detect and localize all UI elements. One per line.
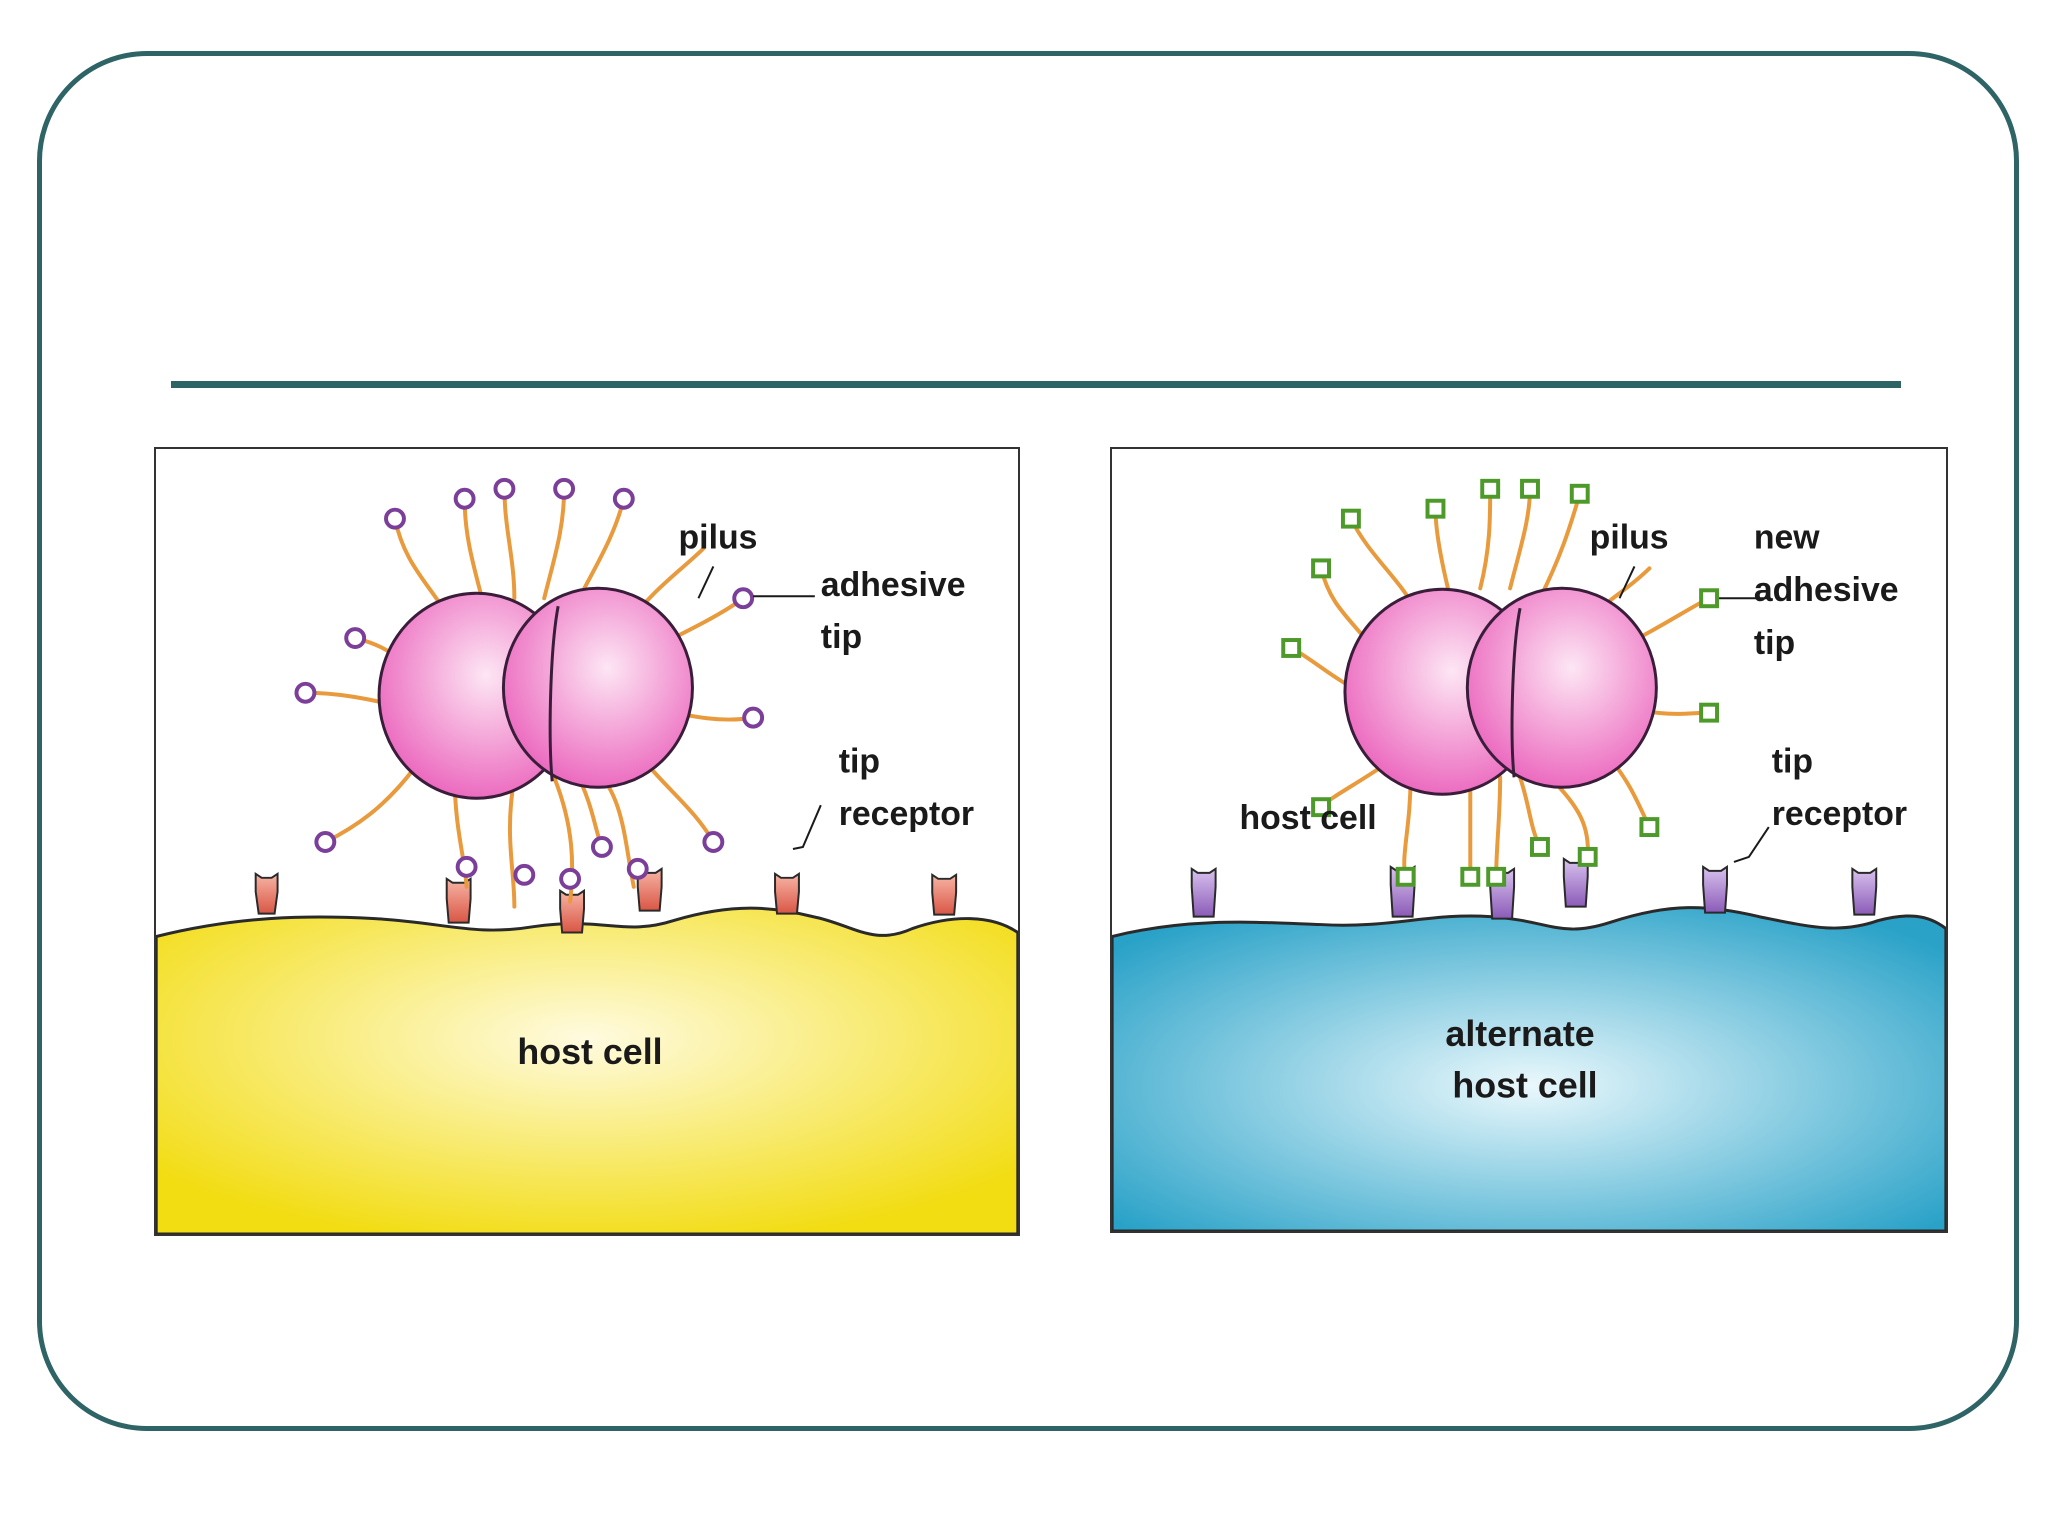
leader-lines — [1618, 565, 1770, 863]
diagram-panel-alternate-host-cell: pilus new adhesive tip tip receptor host… — [1110, 447, 1948, 1233]
diagram-panel-host-cell: pilus adhesive tip tip receptor host cel… — [154, 447, 1020, 1236]
label-pilus: pilus — [1590, 518, 1669, 556]
receptor — [1851, 866, 1878, 916]
label-host-cell: host cell — [1239, 799, 1376, 837]
right-diagram-svg: pilus new adhesive tip tip receptor host… — [1112, 478, 1946, 1231]
label-tip-receptor: tip receptor — [1772, 742, 1907, 833]
receptor — [1190, 866, 1217, 918]
label-pilus: pilus — [679, 518, 758, 556]
alternate-host-cell-surface — [1112, 906, 1946, 1231]
label-new-adhesive-tip: new adhesive tip — [1754, 518, 1908, 661]
new-adhesive-tips — [1281, 478, 1720, 887]
receptor — [1702, 865, 1728, 914]
bacterium — [377, 586, 694, 800]
receptor — [254, 871, 279, 915]
bacterium — [1343, 586, 1658, 796]
left-diagram-svg: pilus adhesive tip tip receptor host cel… — [156, 477, 1018, 1234]
host-cell-surface — [156, 906, 1018, 1234]
receptor — [445, 876, 472, 924]
label-host-cell: host cell — [517, 1032, 662, 1072]
tip-receptors — [1190, 857, 1878, 920]
title-divider — [171, 381, 1901, 388]
receptor — [774, 871, 800, 915]
adhesive-tips — [294, 477, 765, 890]
slide-frame — [37, 51, 2019, 1431]
label-adhesive-tip: adhesive tip — [821, 566, 975, 656]
receptor — [931, 872, 958, 916]
leader-lines — [697, 565, 822, 850]
label-alternate-host-cell: alternate host cell — [1445, 1014, 1604, 1106]
label-tip-receptor: tip receptor — [839, 742, 974, 833]
receptor — [559, 888, 586, 934]
